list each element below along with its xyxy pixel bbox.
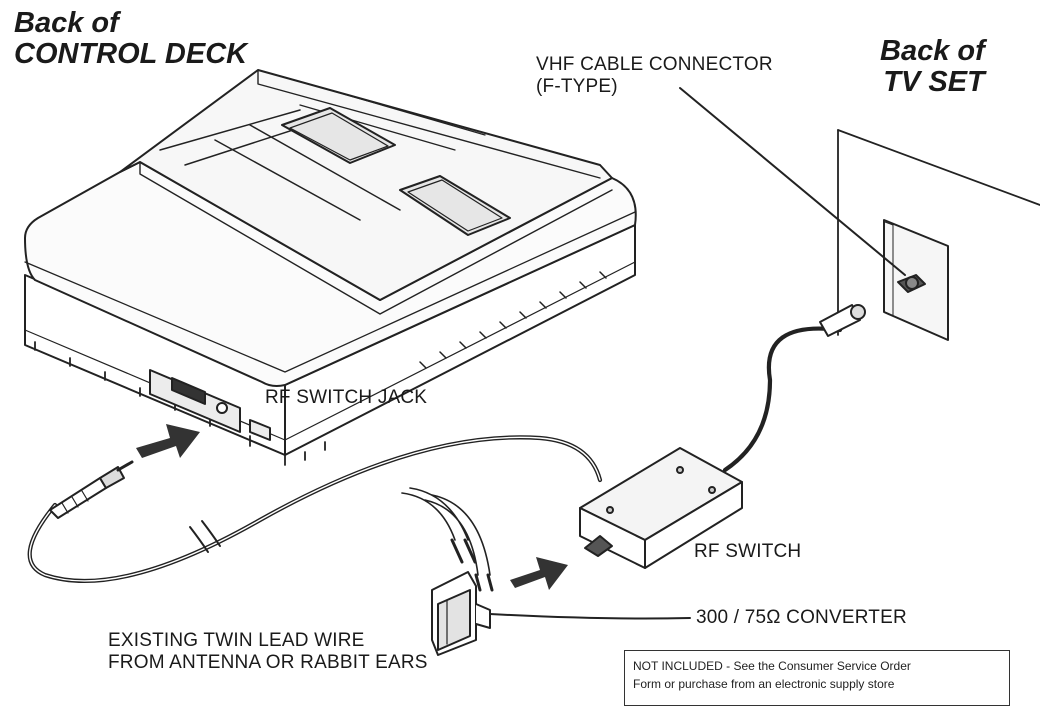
vhf-connector-label-line2: (F-TYPE) <box>536 76 618 97</box>
rf-switch-port <box>584 535 613 557</box>
vhf-connector-label-line1: VHF CABLE CONNECTOR <box>536 54 773 75</box>
tv-set-heading-line2: TV SET <box>883 66 985 98</box>
converter-leader <box>489 613 691 620</box>
note-line-2: Form or purchase from an electronic supp… <box>633 677 895 691</box>
f-type-plug <box>819 304 861 337</box>
300-75-converter <box>431 571 491 656</box>
control-deck <box>24 69 637 466</box>
control-deck-heading-line2: CONTROL DECK <box>14 38 248 70</box>
not-included-note: NOT INCLUDED - See the Consumer Service … <box>624 650 1010 706</box>
rf-switch-jack-port <box>171 377 206 405</box>
twin-lead-label-line2: FROM ANTENNA OR RABBIT EARS <box>108 652 428 673</box>
insert-arrow-right <box>510 557 568 590</box>
cartridge-slot-right <box>399 175 511 236</box>
cartridge-slot-left <box>281 107 396 164</box>
twin-lead-wire <box>401 487 491 576</box>
rca-plug <box>49 460 134 519</box>
rf-cable <box>27 435 603 584</box>
insert-arrow-left <box>136 424 200 458</box>
deck-base-top <box>24 161 637 387</box>
note-line-1: NOT INCLUDED - See the Consumer Service … <box>633 659 911 673</box>
rf-switch-label: RF SWITCH <box>694 541 802 562</box>
twin-lead-label-line1: EXISTING TWIN LEAD WIRE <box>108 630 365 651</box>
vhf-connector-leader <box>679 87 906 276</box>
rf-switch-jack-label: RF SWITCH JACK <box>265 387 428 408</box>
tv-set-heading: Back of TV SET <box>880 36 985 98</box>
control-deck-heading-line1: Back of <box>14 7 119 39</box>
vhf-connector-label: VHF CABLE CONNECTOR (F-TYPE) <box>536 54 773 98</box>
tv-cable <box>722 326 843 473</box>
converter-label: 300 / 75Ω CONVERTER <box>696 607 907 628</box>
twin-lead-label: EXISTING TWIN LEAD WIRE FROM ANTENNA OR … <box>108 630 428 674</box>
rf-switch-box <box>579 447 743 569</box>
tv-set <box>837 129 1040 341</box>
tv-set-heading-line1: Back of <box>880 35 985 67</box>
control-deck-heading: Back of CONTROL DECK <box>14 8 247 70</box>
